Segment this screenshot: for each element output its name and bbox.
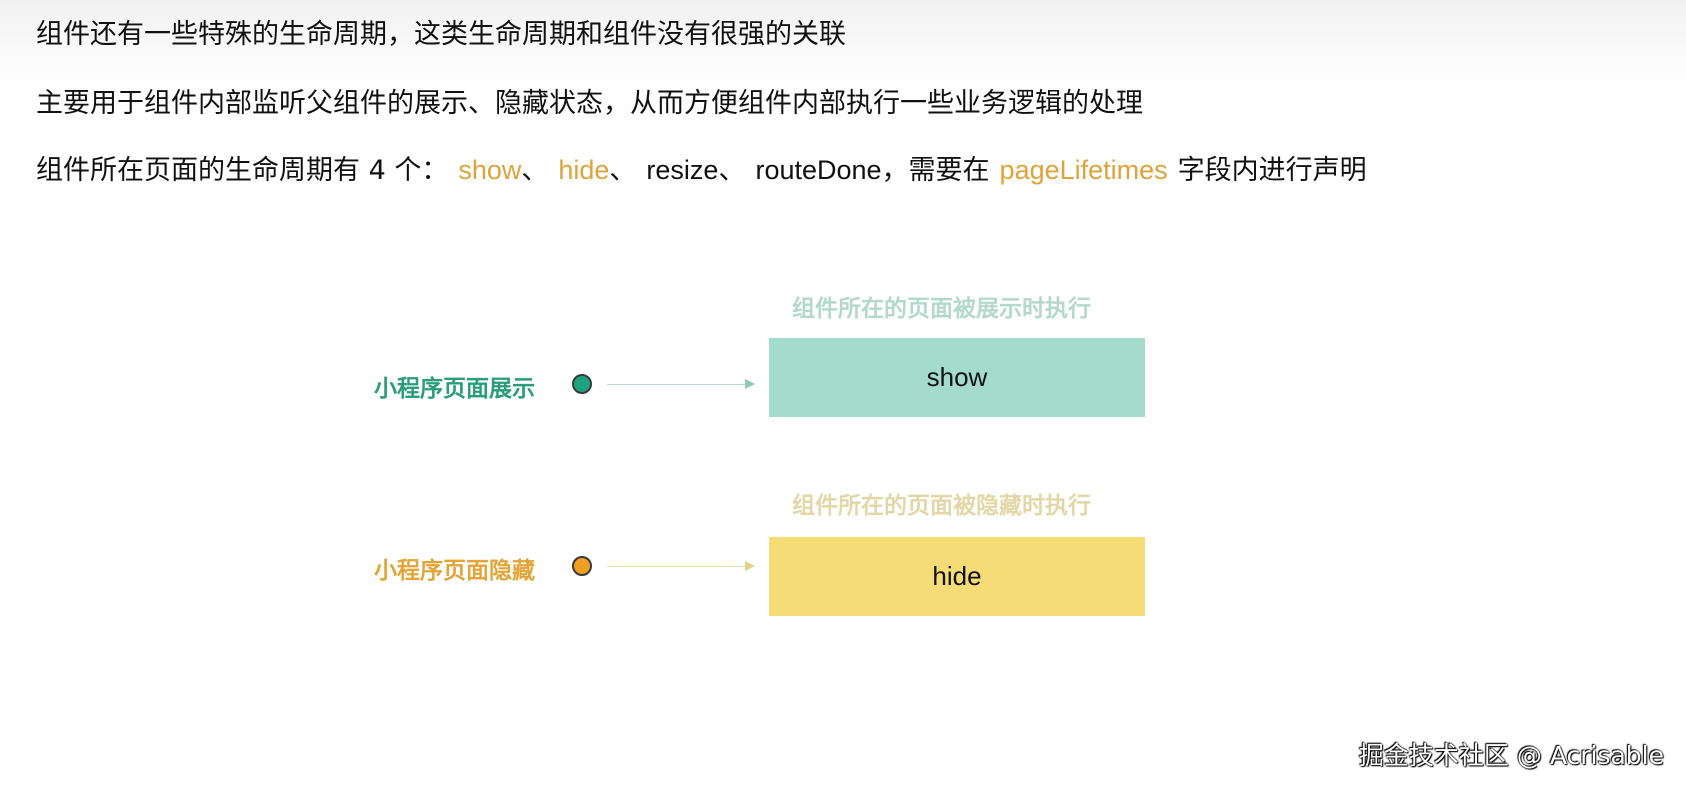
page-show-label: 小程序页面展示 [374,376,535,402]
separator: 、 [521,155,549,186]
show-lifecycle-box: show [769,338,1145,417]
intro-line-1: 组件还有一些特殊的生命周期，这类生命周期和组件没有很强的关联 [36,19,846,50]
hide-caption: 组件所在的页面被隐藏时执行 [792,493,1091,519]
show-arrowhead-icon [745,379,755,389]
keyword-resize: resize [646,155,719,185]
hide-lifecycle-box: hide [769,537,1145,616]
keyword-page-lifetimes: pageLifetimes [999,155,1168,185]
hide-arrowhead-icon [745,561,755,571]
line3-mid: ，需要在 [881,155,990,186]
show-caption: 组件所在的页面被展示时执行 [792,296,1091,322]
line3-prefix: 组件所在页面的生命周期有 4 个： [36,155,449,186]
show-arrow-line [607,384,747,385]
keyword-show: show [458,155,522,185]
keyword-hide: hide [558,155,610,185]
page-show-dot [572,374,592,394]
page-hide-label: 小程序页面隐藏 [374,558,535,584]
intro-line-2: 主要用于组件内部监听父组件的展示、隐藏状态，从而方便组件内部执行一些业务逻辑的处… [36,88,1143,119]
separator: 、 [718,155,746,186]
intro-line-3: 组件所在页面的生命周期有 4 个：show、hide、resize、routeD… [36,153,1367,188]
line3-suffix: 字段内进行声明 [1177,155,1367,186]
keyword-route-done: routeDone [755,155,882,185]
page-hide-dot [572,556,592,576]
watermark: 掘金技术社区 @ Acrisable [1358,741,1664,770]
hide-arrow-line [607,566,747,567]
separator: 、 [609,155,637,186]
